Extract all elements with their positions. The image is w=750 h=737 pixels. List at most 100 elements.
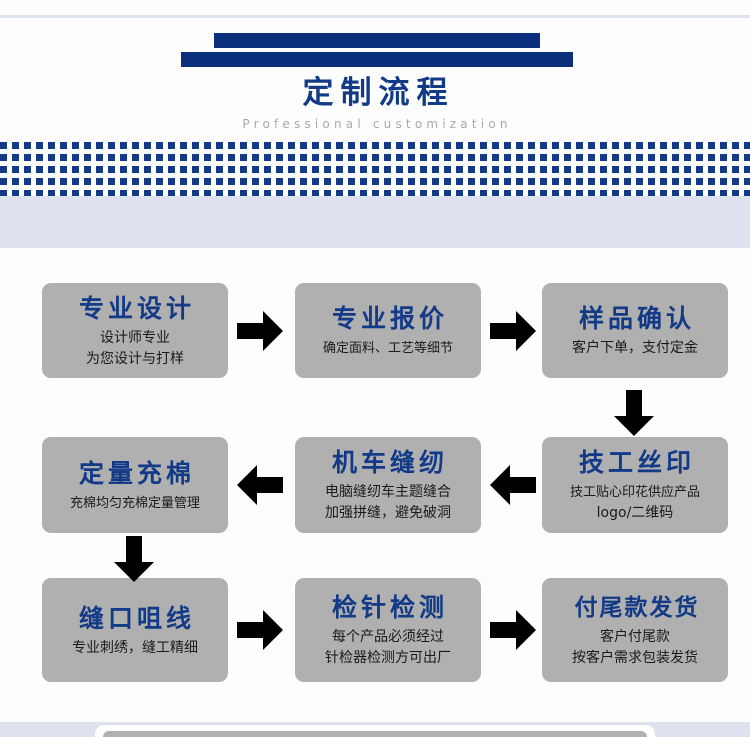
dot — [324, 154, 331, 161]
arrow-right-icon — [237, 610, 283, 650]
dot — [348, 166, 355, 173]
dot — [288, 166, 295, 173]
dot — [420, 166, 427, 173]
dot — [528, 154, 535, 161]
dot — [684, 190, 691, 197]
dot — [12, 190, 19, 197]
dot — [228, 142, 235, 149]
dot — [348, 154, 355, 161]
dot — [108, 142, 115, 149]
dot — [336, 142, 343, 149]
dot — [96, 178, 103, 185]
dot — [528, 142, 535, 149]
dot — [708, 166, 715, 173]
flow-step-title: 定量充棉 — [78, 458, 195, 488]
dot — [384, 178, 391, 185]
dot — [60, 142, 67, 149]
dot — [744, 178, 750, 185]
dot — [492, 178, 499, 185]
dot — [360, 178, 367, 185]
dot — [348, 178, 355, 185]
flow-step-title: 缝口咀线 — [78, 603, 195, 633]
dot — [132, 190, 139, 197]
dot — [372, 178, 379, 185]
dot — [48, 190, 55, 197]
dot — [600, 154, 607, 161]
dot — [516, 190, 523, 197]
dot — [84, 166, 91, 173]
dot — [72, 166, 79, 173]
dot — [396, 178, 403, 185]
dot — [288, 190, 295, 197]
dot — [288, 154, 295, 161]
dot — [96, 154, 103, 161]
top-divider-rule — [0, 15, 750, 18]
arrow-down-icon — [614, 390, 654, 436]
page-title: 定制流程 — [302, 75, 455, 111]
dot — [708, 190, 715, 197]
dot — [528, 166, 535, 173]
dot — [672, 142, 679, 149]
dot — [24, 166, 31, 173]
dot — [252, 166, 259, 173]
dot — [240, 190, 247, 197]
dot — [120, 190, 127, 197]
flow-step-8: 检针检测每个产品必须经过针检器检测方可出厂 — [295, 578, 481, 682]
arrow-right-icon — [237, 311, 283, 351]
dot — [588, 142, 595, 149]
dot — [516, 178, 523, 185]
dot — [456, 154, 463, 161]
dot — [612, 190, 619, 197]
dot — [96, 190, 103, 197]
dot — [228, 178, 235, 185]
dot — [288, 142, 295, 149]
dot — [192, 154, 199, 161]
dot — [648, 190, 655, 197]
dot — [552, 178, 559, 185]
arrow-left-icon — [237, 465, 283, 505]
dot — [48, 142, 55, 149]
dot — [204, 154, 211, 161]
dot — [612, 166, 619, 173]
dot — [684, 142, 691, 149]
dot — [456, 190, 463, 197]
dot — [264, 178, 271, 185]
flow-step-description: 客户付尾款按客户需求包装发货 — [572, 627, 698, 669]
dot — [480, 178, 487, 185]
dot — [192, 166, 199, 173]
dot — [492, 190, 499, 197]
flow-step-description: 客户下单，支付定金 — [572, 338, 698, 359]
dot — [528, 178, 535, 185]
dot — [336, 190, 343, 197]
dot — [552, 190, 559, 197]
dot — [108, 166, 115, 173]
dot — [720, 178, 727, 185]
dot — [312, 154, 319, 161]
dot — [444, 166, 451, 173]
dot — [348, 142, 355, 149]
dot — [408, 142, 415, 149]
flow-step-description: 专业刺绣，缝工精细 — [72, 638, 198, 659]
dot — [420, 142, 427, 149]
dot — [648, 154, 655, 161]
dot — [360, 166, 367, 173]
dot — [276, 190, 283, 197]
dot — [540, 166, 547, 173]
dot — [156, 178, 163, 185]
dot — [480, 166, 487, 173]
dot — [396, 166, 403, 173]
dot — [444, 142, 451, 149]
dot — [444, 190, 451, 197]
dot — [516, 166, 523, 173]
flow-step-description-line: 加强拼缝，避免破洞 — [325, 505, 451, 521]
dot — [204, 166, 211, 173]
dot — [0, 142, 7, 149]
dot — [144, 190, 151, 197]
dot — [636, 166, 643, 173]
dot — [432, 154, 439, 161]
flow-step-description: 充棉均匀充棉定量管理 — [70, 493, 200, 514]
dot — [564, 142, 571, 149]
flow-step-2: 专业报价确定面料、工艺等细节 — [295, 283, 481, 378]
